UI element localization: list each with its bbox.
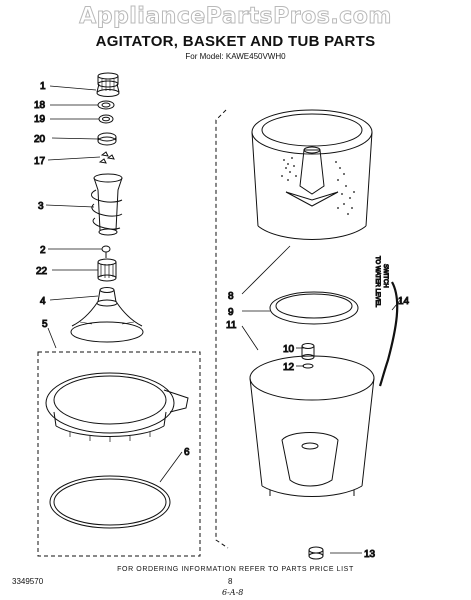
part-9-ring (269, 291, 359, 325)
part-20-cam (97, 132, 117, 146)
handwritten-mark: 6-A-8 (222, 588, 244, 597)
leader-lines (45, 85, 403, 554)
part-18-seal (97, 100, 115, 110)
callout-14: 14 (398, 296, 410, 307)
document-number: 3349570 (12, 577, 44, 586)
water-level-note: TO WATER LEVEL SWITCH (374, 256, 389, 309)
part-4-agitator-base (70, 287, 144, 343)
callout-19: 19 (34, 114, 46, 125)
part-8-basket (251, 109, 373, 240)
callout-13: 13 (364, 549, 376, 560)
part-2-bolt (101, 245, 111, 258)
callout-9: 9 (228, 307, 234, 318)
callout-10: 10 (283, 344, 295, 355)
callout-12: 12 (283, 362, 295, 373)
bracket-line (215, 109, 229, 549)
part-19-ring (98, 114, 114, 124)
watermark: AppliancePartsPros.com (79, 4, 392, 30)
part-3-auger (91, 173, 123, 236)
callout-11: 11 (226, 320, 237, 331)
water-level-note-line1: TO WATER LEVEL (374, 256, 380, 308)
part-17-dogs (98, 151, 115, 164)
callout-20: 20 (34, 134, 46, 145)
part-22-clutch (97, 258, 117, 282)
callout-1: 1 (40, 81, 46, 92)
model-line: For Model: KAWE450VWH0 (185, 52, 286, 61)
part-14-hose (378, 281, 399, 387)
part-5-tub-ring (45, 372, 189, 442)
callout-6: 6 (184, 447, 190, 458)
part-11-tub (249, 355, 375, 497)
part-6-seal-ring (49, 475, 171, 529)
callout-18: 18 (34, 100, 46, 111)
water-level-note-line2: SWITCH (382, 264, 388, 288)
part-13-nut (308, 546, 324, 560)
callout-5: 5 (42, 319, 48, 330)
callout-2: 2 (40, 245, 46, 256)
callout-4: 4 (40, 296, 46, 307)
ordering-note: FOR ORDERING INFORMATION REFER TO PARTS … (117, 566, 354, 573)
callout-17: 17 (34, 156, 46, 167)
callout-8: 8 (228, 291, 234, 302)
callout-22: 22 (36, 266, 48, 277)
diagram-title: AGITATOR, BASKET AND TUB PARTS (95, 33, 376, 50)
callout-3: 3 (38, 201, 44, 212)
page-number: 8 (228, 577, 233, 586)
part-1-agitator-cap (96, 72, 120, 97)
group-box-5 (37, 351, 201, 557)
basket-perforations (281, 157, 355, 215)
